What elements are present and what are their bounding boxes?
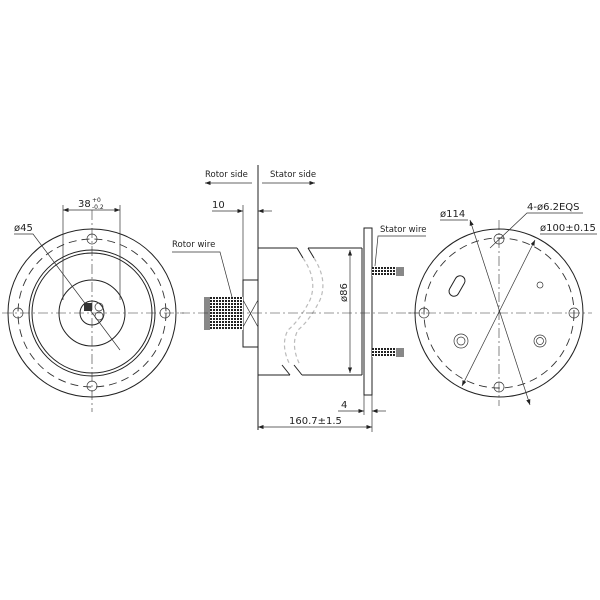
rotor-wire-bundle (210, 297, 243, 330)
break-curve (283, 257, 314, 366)
dim-10: 10 (212, 200, 225, 211)
break-curve (293, 257, 324, 366)
port-circle (94, 302, 104, 312)
stator-wire-leader (374, 235, 426, 267)
break-line (307, 247, 315, 259)
port-hole (533, 334, 547, 348)
leader-holes (489, 212, 583, 249)
wire-slot (448, 275, 466, 297)
rotor-wire-label: Rotor wire (172, 240, 215, 250)
leader-45 (14, 233, 121, 351)
dim-4: 4 (341, 400, 347, 411)
stator-wire-label: Stator wire (380, 225, 427, 235)
collar-cross (242, 299, 259, 328)
port-hole-inner (456, 336, 466, 346)
stator-wire-bundle (372, 267, 396, 276)
dim-38-tol-upper: +0 (92, 197, 101, 204)
stator-wire-ends (396, 348, 404, 357)
rotor-wire-leader (172, 251, 233, 298)
stator-wire-ends (396, 267, 404, 276)
rotor-side-label: Rotor side (205, 170, 248, 180)
front-view: 38 +0 -0.2 ø45 (2, 197, 184, 412)
dim-114: ø114 (440, 209, 465, 220)
port-hole-inner (536, 337, 544, 345)
small-hole (536, 281, 544, 289)
flange (363, 227, 373, 396)
break-line (296, 247, 304, 259)
dim-38-tol-lower: -0.2 (92, 204, 104, 211)
break-line (293, 364, 303, 376)
break-line (281, 364, 291, 376)
port-hole (453, 333, 469, 349)
dimension-line-114 (469, 219, 531, 406)
dim-holes: 4-ø6.2EQS (527, 202, 580, 213)
rotor-wire-ends (204, 297, 210, 330)
side-view: Rotor side Stator side 10 Stator wire R (172, 165, 427, 432)
dimension-line-100 (461, 239, 536, 387)
dim-38: 38 (78, 199, 91, 210)
dim-86: ø86 (339, 283, 350, 302)
stator-side-label: Stator side (270, 170, 316, 180)
port-circle (94, 311, 104, 321)
dim-bolt-circle: ø100±0.15 (540, 223, 596, 234)
dim-length: 160.7±1.5 (289, 416, 342, 427)
rear-view: ø114 4-ø6.2EQS ø100±0.15 (408, 202, 597, 406)
dim-45: ø45 (14, 223, 33, 234)
stator-wire-bundle (372, 348, 396, 357)
